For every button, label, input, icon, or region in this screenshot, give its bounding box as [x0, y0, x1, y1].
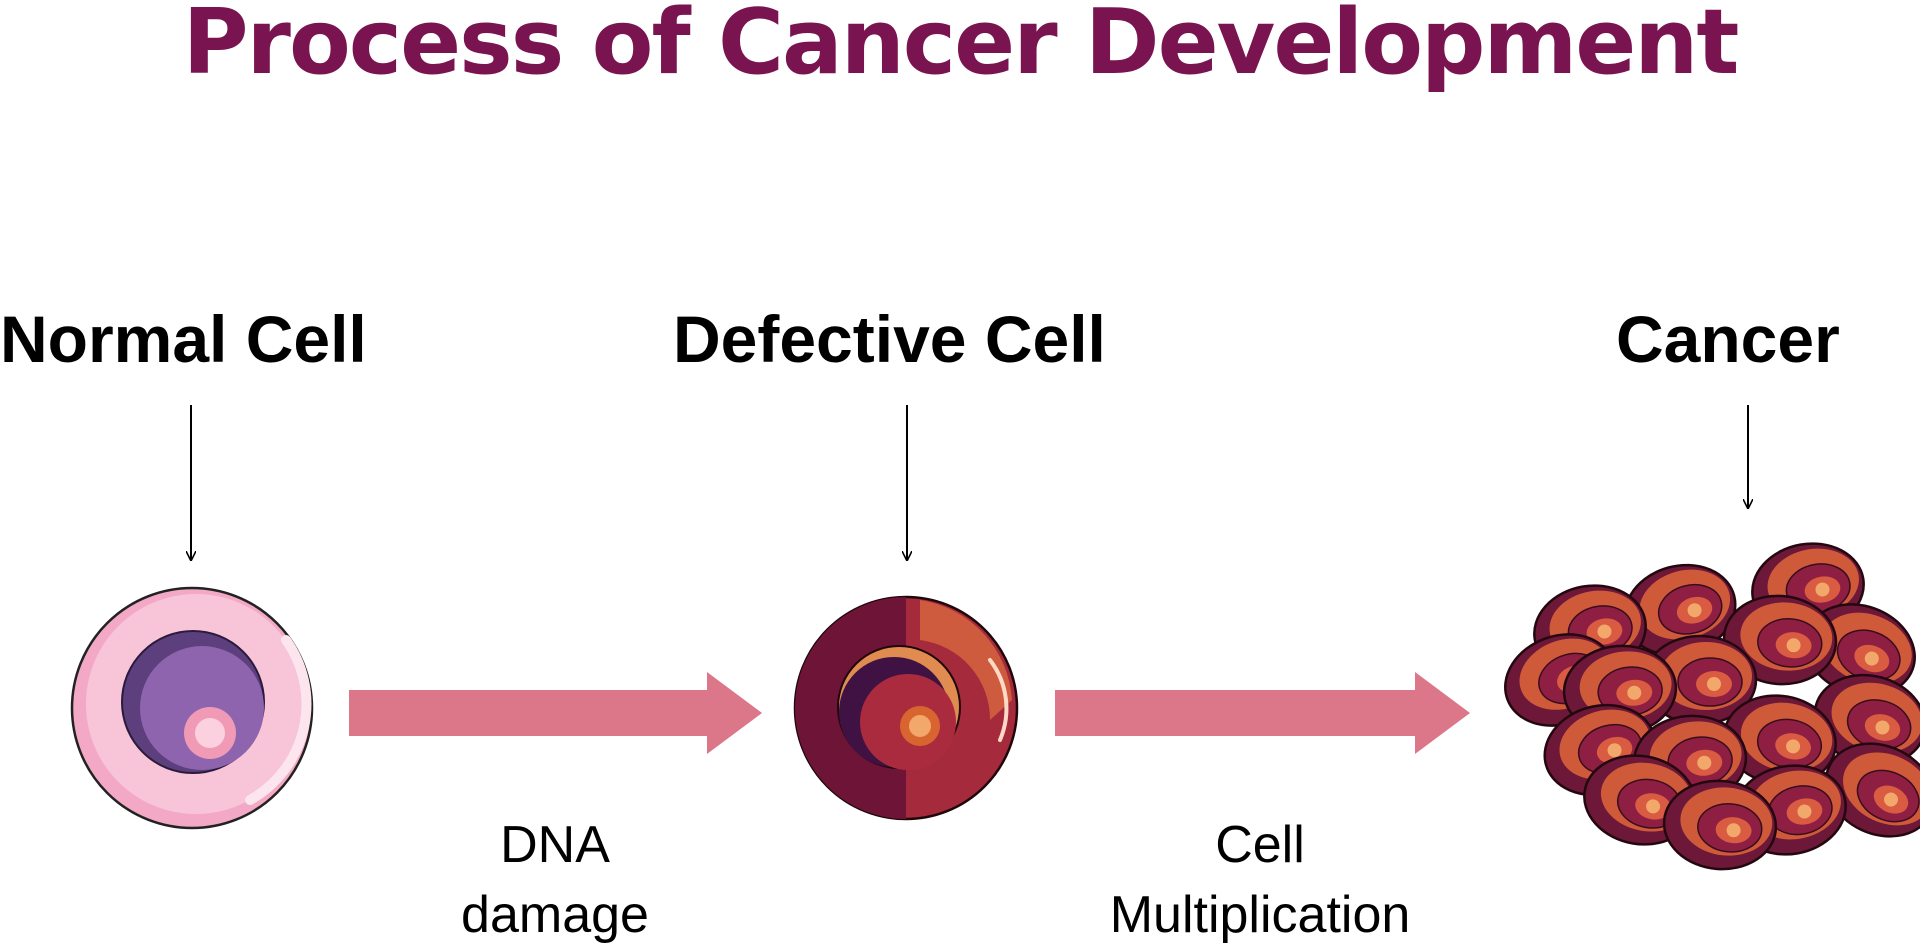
transition-label-dna-damage: DNA damage: [430, 810, 680, 950]
stage-label-defective-cell: Defective Cell: [673, 302, 1106, 376]
cancer-tumor-cluster: [1491, 533, 1920, 875]
normal-cell-illustration: [70, 586, 314, 830]
defective-cell-illustration: [793, 595, 1019, 821]
process-arrow-2: [1055, 672, 1470, 754]
stage-label-cancer: Cancer: [1616, 302, 1840, 376]
transition-label-cell-multiplication: Cell Multiplication: [1060, 810, 1460, 950]
transition-label-dna-damage-line2: damage: [461, 886, 649, 944]
transition-label-dna-damage-line1: DNA: [500, 816, 610, 874]
transition-label-cell-multiplication-line2: Multiplication: [1109, 886, 1411, 944]
process-arrow-1: [349, 672, 762, 754]
stage-label-normal-cell: Normal Cell: [0, 302, 367, 376]
diagram-title: Process of Cancer Development: [182, 0, 1740, 95]
transition-label-cell-multiplication-line1: Cell: [1215, 816, 1305, 874]
